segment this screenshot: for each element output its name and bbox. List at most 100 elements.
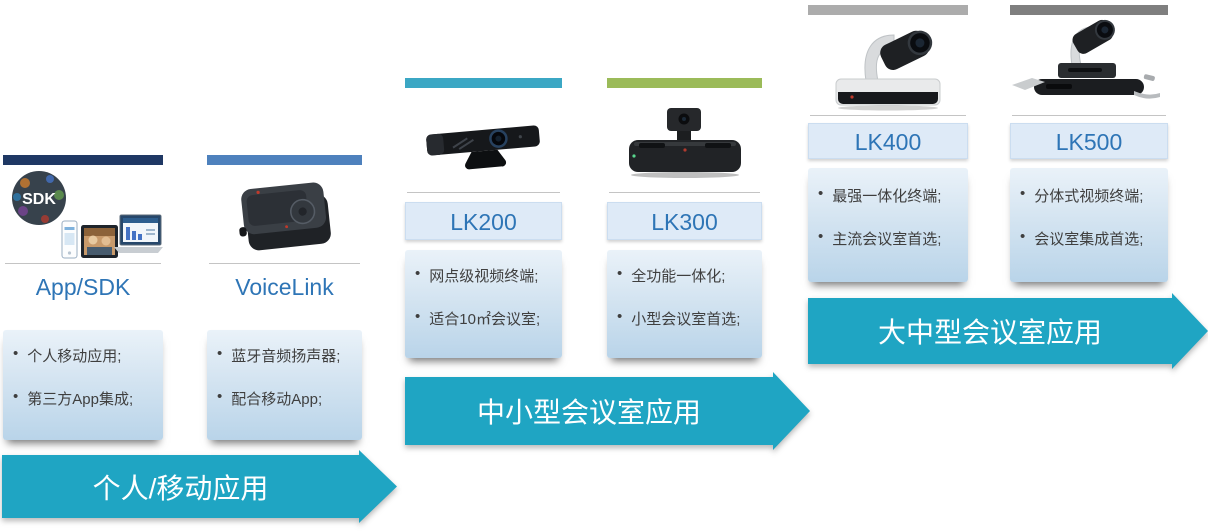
- ptz-camera-image: [835, 30, 941, 111]
- camera-head: [1072, 19, 1115, 54]
- divider: [1012, 115, 1166, 116]
- feature-text: 个人移动应用;: [27, 348, 122, 365]
- all-in-one-terminal-image: [629, 108, 741, 178]
- product-image-lk200: [405, 88, 562, 192]
- feature-box-lk300: • 全功能一体化; • 小型会议室首选;: [607, 250, 762, 358]
- arrow-medium-large-rooms: 大中型会议室应用: [808, 293, 1208, 369]
- category-color-bar: [607, 78, 762, 88]
- feature-bullet: • 配合移动App;: [217, 388, 358, 409]
- feature-text: 配合移动App;: [231, 391, 323, 408]
- feature-bullet: • 小型会议室首选;: [617, 308, 758, 329]
- arrow-label: 中小型会议室应用: [476, 397, 701, 428]
- feature-text: 最强一体化终端;: [832, 188, 942, 205]
- bullet-dot: •: [818, 185, 824, 202]
- mount-stand: [465, 149, 507, 170]
- feature-text: 网点级视频终端;: [429, 268, 539, 285]
- feature-bullet: •适合10㎡会议室;: [415, 308, 558, 329]
- logo-dot: [256, 190, 260, 195]
- column-app-sdk: SDK: [3, 150, 163, 440]
- feature-box-voicelink: •蓝牙音频扬声器; • 配合移动App;: [207, 330, 362, 440]
- feature-text: 小型会议室首选;: [631, 311, 741, 328]
- phone-icon: [61, 220, 78, 259]
- feature-box-lk500: • 分体式视频终端; •会议室集成首选;: [1010, 168, 1168, 282]
- product-title-app-sdk: App/SDK: [35, 274, 131, 300]
- feature-text: 适合10㎡会议室;: [429, 311, 541, 328]
- feature-bullet: •会议室集成首选;: [1020, 228, 1164, 249]
- bullet-dot: •: [617, 308, 623, 325]
- feature-bullet: • 个人移动应用;: [13, 345, 159, 366]
- feature-bullet: • 最强一体化终端;: [818, 185, 964, 206]
- divider: [407, 192, 560, 193]
- app-sdk-devices-image: SDK: [12, 171, 163, 259]
- product-title-voicelink: VoiceLink: [235, 274, 334, 300]
- product-image-lk400: [808, 15, 968, 115]
- bullet-dot: •: [13, 388, 19, 405]
- feature-text: 蓝牙音频扬声器;: [231, 348, 341, 365]
- arrow-personal-mobile: 个人/移动应用: [2, 450, 397, 523]
- column-lk500: LK500 • 分体式视频终端; •会议室集成首选;: [1010, 2, 1168, 282]
- codec-bar: [1034, 79, 1144, 95]
- divider: [609, 192, 760, 193]
- speakerphone-image: [239, 182, 331, 251]
- accessory-mic: [1012, 78, 1045, 90]
- divider: [810, 115, 966, 116]
- arrow-label: 个人/移动应用: [92, 472, 269, 504]
- category-color-bar: [808, 5, 968, 15]
- power-led: [632, 154, 636, 158]
- product-image-voicelink: [207, 165, 362, 263]
- side-port: [239, 227, 247, 237]
- status-led: [683, 148, 687, 152]
- feature-bullet: • 主流会议室首选;: [818, 228, 964, 249]
- arrow-shape: [405, 372, 810, 450]
- arrow-label: 大中型会议室应用: [877, 317, 1102, 348]
- camera-head: [880, 30, 933, 70]
- bullet-dot: •: [1020, 185, 1026, 202]
- feature-bullet: • 网点级视频终端;: [415, 265, 558, 286]
- column-lk200: LK200 • 网点级视频终端; •适合10㎡会议室;: [405, 73, 562, 358]
- bullet-dot: •: [617, 265, 623, 282]
- bullet-dot: •: [217, 388, 223, 405]
- model-label-lk300: LK300: [607, 202, 762, 240]
- model-label-lk500: LK500: [1010, 123, 1168, 159]
- product-image-lk500: [1010, 15, 1168, 115]
- feature-bullet: • 第三方App集成;: [13, 388, 159, 409]
- category-color-bar: [3, 155, 163, 165]
- feature-text: 第三方App集成;: [27, 391, 134, 408]
- feature-box-lk400: • 最强一体化终端; • 主流会议室首选;: [808, 168, 968, 282]
- feature-box-app-sdk: • 个人移动应用; • 第三方App集成;: [3, 330, 163, 440]
- arrow-shape: [2, 450, 397, 523]
- accessory-remote: [1134, 91, 1160, 99]
- product-image-app-sdk: SDK: [3, 165, 163, 263]
- arrow-small-medium-rooms: 中小型会议室应用: [405, 372, 810, 450]
- arrow-shape: [808, 293, 1208, 369]
- bullet-dot: •: [13, 345, 19, 362]
- feature-bullet: •蓝牙音频扬声器;: [217, 345, 358, 366]
- feature-bullet: • 全功能一体化;: [617, 265, 758, 286]
- model-label-lk400: LK400: [808, 123, 968, 159]
- model-label-lk200: LK200: [405, 202, 562, 240]
- laptop-icon: [114, 214, 163, 253]
- divider: [5, 263, 161, 264]
- divider: [209, 263, 360, 264]
- bullet-dot: •: [1020, 228, 1026, 245]
- category-color-bar: [405, 78, 562, 88]
- status-led: [850, 95, 854, 99]
- column-voicelink: VoiceLink •蓝牙音频扬声器; • 配合移动App;: [207, 150, 362, 440]
- bullet-dot: •: [818, 228, 824, 245]
- video-bar-image: [426, 125, 540, 170]
- category-color-bar: [1010, 5, 1168, 15]
- split-camera-with-codec-image: [1012, 19, 1160, 99]
- tablet-icon: [81, 225, 118, 258]
- feature-text: 主流会议室首选;: [832, 231, 942, 248]
- product-image-lk300: [607, 88, 762, 192]
- feature-text: 全功能一体化;: [631, 268, 726, 285]
- bullet-dot: •: [415, 265, 421, 282]
- feature-box-lk200: • 网点级视频终端; •适合10㎡会议室;: [405, 250, 562, 358]
- column-lk400: LK400 • 最强一体化终端; • 主流会议室首选;: [808, 2, 968, 282]
- accessory-bracket: [1143, 74, 1155, 81]
- sdk-badge: SDK: [22, 191, 56, 208]
- feature-text: 分体式视频终端;: [1034, 188, 1144, 205]
- column-lk300: LK300 • 全功能一体化; • 小型会议室首选;: [607, 73, 762, 358]
- sdk-globe-icon: SDK: [12, 171, 66, 225]
